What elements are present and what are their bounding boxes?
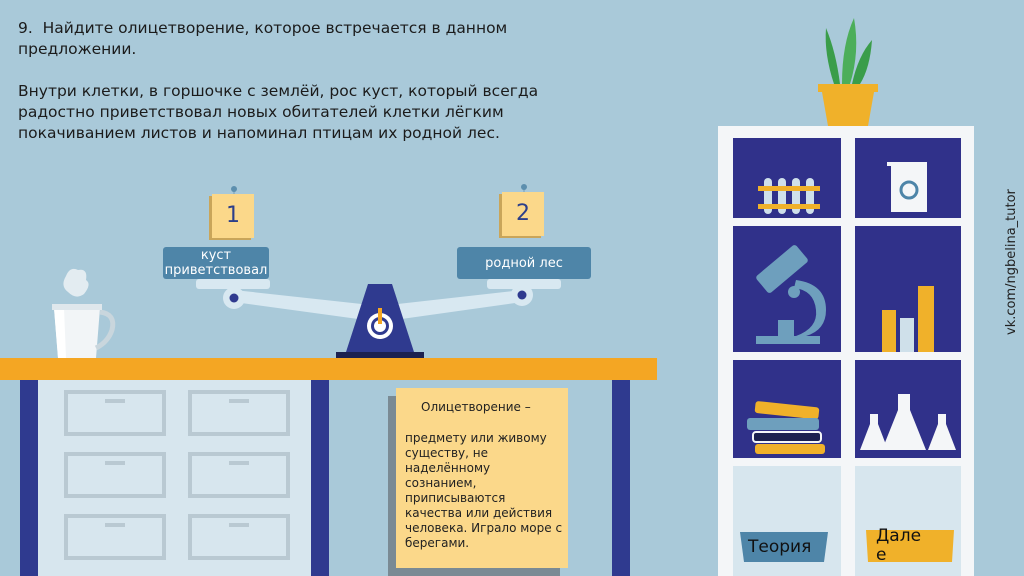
scale-pan-left	[196, 279, 270, 289]
pin-icon	[521, 184, 527, 190]
question-prompt-text: Найдите олицетворение, которое встречает…	[18, 19, 508, 58]
question-sentence: Внутри клетки, в горшочке с землёй, рос …	[18, 82, 539, 142]
scale-icon	[223, 284, 533, 358]
desk-top	[0, 358, 657, 380]
question-prompt: 9. Найдите олицетворение, которое встреч…	[18, 18, 618, 60]
test-tubes-icon	[758, 178, 820, 214]
bars-icon	[882, 286, 934, 352]
card-number: 1	[226, 203, 240, 228]
theory-button-bg	[740, 532, 828, 562]
drawer-handle	[229, 399, 249, 403]
drawer-handle	[105, 461, 125, 465]
drawer-handle	[105, 399, 125, 403]
next-button[interactable]: Далее	[876, 526, 922, 565]
pin-icon	[231, 186, 237, 192]
plant-icon	[818, 18, 878, 126]
drawer	[188, 514, 290, 560]
desk-leg	[311, 380, 329, 576]
desk-leg	[612, 380, 630, 576]
drawer	[64, 390, 166, 436]
watermark: vk.com/ngbelina_tutor	[1004, 189, 1019, 335]
books-icon	[747, 401, 825, 454]
desk-leg	[20, 380, 38, 576]
drawer	[188, 390, 290, 436]
pitcher-icon	[52, 268, 116, 358]
microscope-icon	[756, 245, 826, 344]
drawer-handle	[229, 523, 249, 527]
definition-body: предмету или живому существу, не наделён…	[405, 431, 563, 550]
answer-card-2[interactable]: родной лес	[457, 247, 591, 279]
drawer-handle	[105, 523, 125, 527]
theory-button[interactable]: Теория	[748, 537, 812, 557]
drawer	[64, 452, 166, 498]
question-number: 9.	[18, 19, 33, 37]
note-card-2: 2	[502, 192, 544, 236]
question-text: 9. Найдите олицетворение, которое встреч…	[18, 18, 618, 165]
beaker-icon	[887, 162, 927, 212]
drawer	[64, 514, 166, 560]
next-button-bg	[866, 530, 954, 562]
scale-pan-right	[487, 279, 561, 289]
flasks-icon	[860, 394, 956, 450]
drawer	[188, 452, 290, 498]
definition-card: Олицетворение – предмету или живому суще…	[396, 388, 568, 568]
answer-card-1[interactable]: куст приветствовал	[163, 247, 269, 279]
card-number: 2	[516, 201, 530, 226]
drawer-handle	[229, 461, 249, 465]
note-card-1: 1	[212, 194, 254, 238]
definition-title: Олицетворение –	[421, 400, 531, 414]
